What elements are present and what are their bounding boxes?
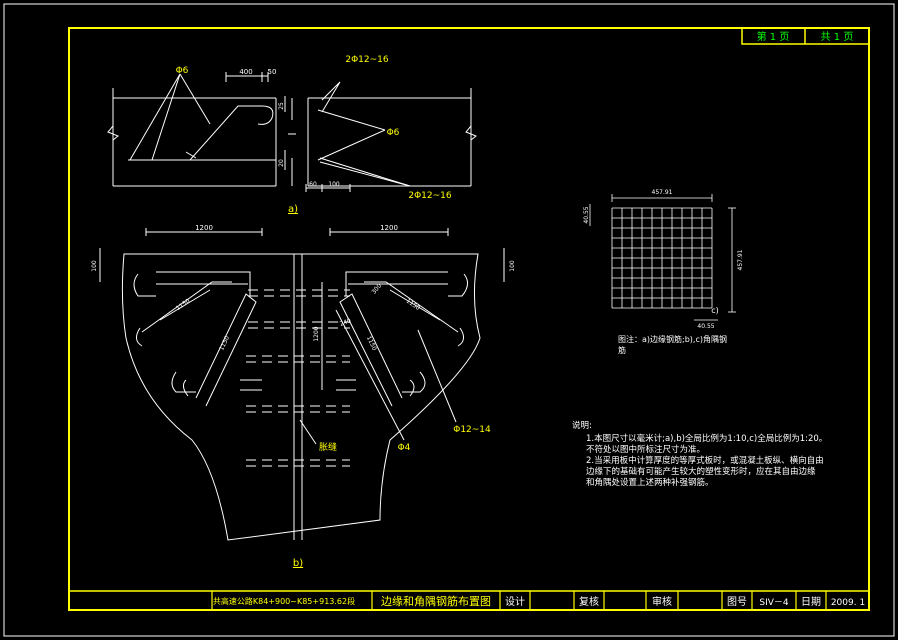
inner-frame <box>68 27 870 611</box>
title-block: 共高速公路K84+900~K85+913.62段 边缘和角隅钢筋布置图 设计 复… <box>69 590 869 610</box>
dim-b-1150-r1: 1150 <box>405 298 422 313</box>
detail-c-caption: c) <box>711 306 719 315</box>
dim-b-1150-l2: 1150 <box>218 335 231 352</box>
dim-400: 400 <box>239 68 252 76</box>
page-header: 第 1 页 共 1 页 <box>741 27 870 45</box>
design-label: 设计 <box>505 595 525 608</box>
date-value: 2009. 1 <box>831 598 865 608</box>
dim-b-side-left: 100 <box>91 260 98 272</box>
note-line-2: 不符处以图中所标注尺寸为准。 <box>586 444 705 455</box>
detail-b-caption: b) <box>293 558 303 569</box>
review-label: 复核 <box>579 595 599 608</box>
detail-c-mesh <box>611 207 713 309</box>
dim-b-1200-right: 1200 <box>380 224 398 232</box>
detail-c-dims <box>589 194 736 321</box>
detail-a <box>107 72 477 192</box>
drawing-no: SIV－4 <box>759 598 789 608</box>
dim-b-1150-l1: 1150 <box>175 297 192 312</box>
dim-25: 25 <box>278 102 285 110</box>
phi4-label: Φ4 <box>398 443 411 453</box>
dim-b-side-right: 100 <box>509 260 516 272</box>
figure-note-line1: 图注：a)边缘钢筋;b),c)角隅钢 <box>618 334 727 344</box>
figure-note-line2: 筋 <box>618 345 626 355</box>
dim-b-1200-vertical: 1200 <box>313 326 320 341</box>
phi6-left-label: Φ6 <box>176 66 189 76</box>
project-name: 共高速公路K84+900~K85+913.62段 <box>213 596 355 606</box>
note-line-3: 2.当采用板中计算厚度的等厚式板时，或混凝土板纵、横向自由 <box>586 455 824 466</box>
detail-b <box>99 228 505 541</box>
detail-a-caption: a) <box>288 204 298 215</box>
expansion-joint-label: 胀缝 <box>319 441 337 453</box>
phi6-right-label: Φ6 <box>387 128 400 138</box>
phi12-14-label: Φ12~14 <box>453 425 491 435</box>
date-label: 日期 <box>801 596 821 608</box>
outer-frame <box>3 3 895 637</box>
dim-c-right: 457.91 <box>737 249 744 270</box>
bar-2phi12-bottom-label: 2Φ12~16 <box>408 191 452 201</box>
note-line-5: 和角隅处设置上述两种补强钢筋。 <box>586 477 714 488</box>
dim-c-left: 40.55 <box>583 206 590 223</box>
dim-b-240: 240 <box>339 317 352 328</box>
page-total-label: 共 1 页 <box>821 31 854 43</box>
dim-60: 60 <box>309 181 317 188</box>
dim-b-1200-left: 1200 <box>195 224 213 232</box>
page-number-label: 第 1 页 <box>757 30 790 43</box>
dim-b-1150-r2: 1150 <box>365 335 378 352</box>
dim-20: 20 <box>278 159 285 167</box>
note-line-1: 1.本图尺寸以毫米计;a),b)全局比例为1:10,c)全局比例为1:20。 <box>586 433 827 444</box>
drawing-no-label: 图号 <box>727 596 747 608</box>
dim-c-top: 457.91 <box>652 189 673 196</box>
audit-label: 审核 <box>652 595 672 608</box>
note-line-4: 边缘下的基础有可能产生较大的塑性变形时，应在其自由边缘 <box>586 466 816 477</box>
bar-2phi12-top-label: 2Φ12~16 <box>345 55 389 65</box>
dim-50: 50 <box>268 68 277 76</box>
notes-heading: 说明: <box>572 420 592 431</box>
drawing-title: 边缘和角隅钢筋布置图 <box>381 594 491 608</box>
dim-c-bottom: 40.55 <box>697 323 714 330</box>
dim-100: 100 <box>328 181 340 188</box>
